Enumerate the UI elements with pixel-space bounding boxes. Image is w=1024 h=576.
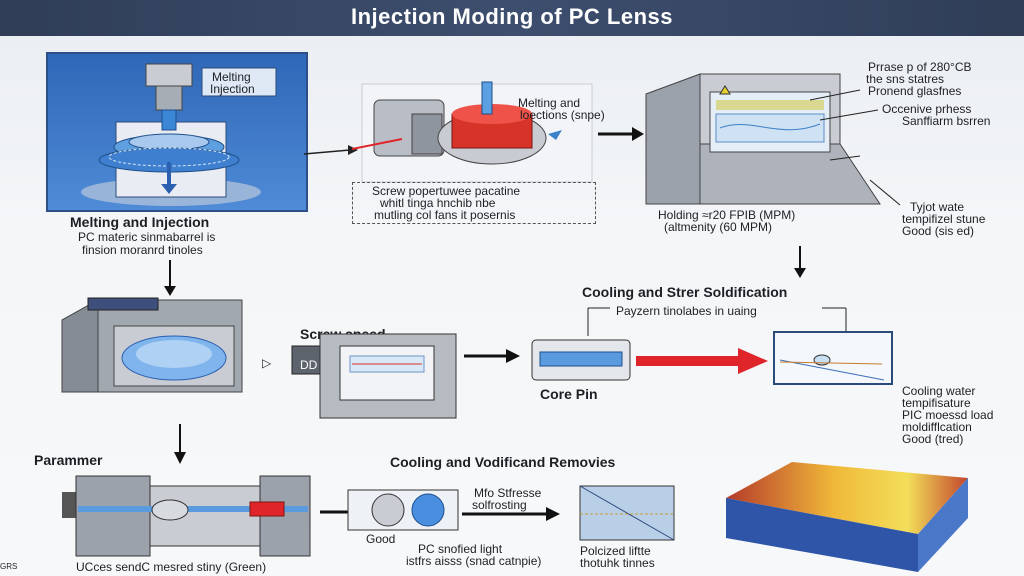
down-arrow-2: [794, 246, 806, 278]
pc-light-line1: PC snofied light: [418, 542, 503, 556]
polarized-line2: thotuhk tinnes: [580, 556, 655, 570]
cooling-removal-heading: Cooling and Vodificand Removies: [390, 454, 616, 470]
melting-injection-illustration: [81, 63, 277, 206]
down-arrow-1: [164, 260, 176, 296]
connector-arrow-3: [464, 349, 520, 363]
pc-light-line2: istfrs aisss (snad catnpie): [406, 554, 542, 568]
ejection-mold-illustration: [62, 475, 311, 557]
core-pin-label: Core Pin: [540, 386, 598, 402]
corner-mark: GRS: [0, 562, 18, 571]
holding-ann4: Occenive prhess: [882, 102, 972, 116]
side-mark: ▷: [262, 356, 272, 370]
stress-heatmap-lens: [726, 462, 968, 572]
screw-desc-line2: whitl tinga hnchib nbe: [380, 196, 496, 210]
stress-line2: solfrosting: [472, 498, 527, 512]
parameter-label: Parammer: [34, 452, 103, 468]
cooling-water-line3: PIC moessd load: [902, 408, 994, 422]
screw-description-box: [352, 182, 596, 224]
pattern-label: Payzern tinolabes in uaing: [616, 304, 757, 318]
holding-ann1: Prrase p of 280°CB: [868, 60, 972, 74]
screw-speed-illustration: [291, 333, 457, 419]
melting-callout-line2: Injection: [210, 82, 255, 96]
title-bar: [0, 0, 1024, 36]
holding-right2: tempifizel stune: [902, 212, 986, 226]
holding-right3: Good (sis ed): [902, 224, 975, 238]
connector-arrow-5: [462, 507, 560, 521]
screw-desc-line1: Screw popertuwee pacatine: [372, 184, 521, 198]
melting-injection-sub1: PC materic sinmabarrel is: [78, 230, 216, 244]
lens-compare-illustration: [347, 489, 459, 531]
holding-line2: (altmenity (60 MPM): [664, 220, 773, 234]
screw-label1: Melting and: [518, 96, 581, 110]
cooling-water-line5: Good (tred): [902, 432, 964, 446]
holding-ann3: Pronend glasfnes: [868, 84, 962, 98]
red-flow-arrow: [636, 348, 768, 374]
polarized-illustration: [579, 485, 675, 541]
good-label: Good: [366, 532, 396, 546]
down-arrow-3: [174, 424, 186, 464]
polarized-line1: Polcized liftte: [580, 544, 651, 558]
cooling-water-line2: tempifisature: [902, 396, 971, 410]
annotation-lines-panel3: [809, 89, 901, 206]
holding-ann2: the sns statres: [866, 72, 945, 86]
melting-injection-sub2: finsion moranrd tinoles: [82, 243, 203, 257]
holding-ann5: Sanffiarm bsrren: [902, 114, 991, 128]
mold-cavity-illustration: [61, 297, 243, 393]
cooling-water-line1: Cooling water: [902, 384, 976, 398]
screw-melt-illustration: [352, 81, 593, 183]
dd-mark: DD: [300, 358, 318, 372]
cooling-solidification-heading: Cooling and Strer Soldification: [582, 284, 788, 300]
connector-arrow-1: [303, 145, 358, 155]
page-title: Injection Moding of PC Lenss: [351, 4, 673, 29]
connector-arrow-2: [598, 127, 644, 141]
cooling-water-line4: moldifflcation: [902, 420, 972, 434]
screw-desc-line3: mutling col fans it posernis: [374, 208, 516, 222]
melting-injection-heading: Melting and Injection: [70, 214, 210, 230]
holding-line1: Holding ≈r20 FPIB (MPM): [658, 208, 796, 222]
melting-callout-line1: Melting: [212, 70, 251, 84]
bottom-caption: UCces sendC mesred stiny (Green): [76, 560, 267, 574]
cooled-lens-illustration: [773, 331, 893, 385]
core-pin-illustration: [531, 339, 631, 381]
stress-line1: Mfo Stfresse: [474, 486, 542, 500]
screw-label2: loections (snpe): [520, 108, 605, 122]
holding-right1: Tyjot wate: [910, 200, 965, 214]
